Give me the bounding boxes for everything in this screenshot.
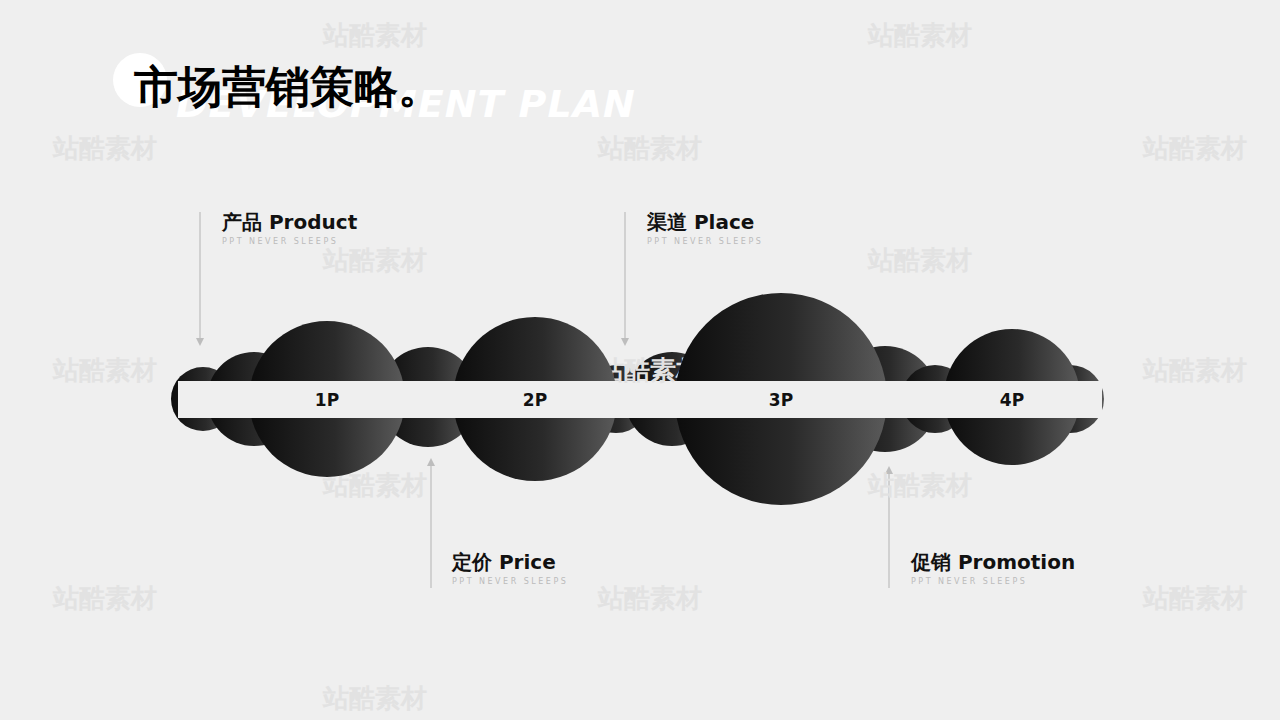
watermark: 站酷素材 (53, 131, 157, 166)
circle-node: 4P (944, 329, 1080, 465)
watermark: 站酷素材 (323, 18, 427, 53)
watermark: 站酷素材 (1143, 353, 1247, 388)
watermark: 站酷素材 (868, 468, 972, 503)
circle-label: 2P (453, 390, 617, 410)
callout-title: 促销 Promotion (911, 549, 1075, 576)
callout-sub: PPT NEVER SLEEPS (222, 237, 338, 246)
watermark: 站酷素材 (868, 243, 972, 278)
callout-title: 产品 Product (222, 209, 357, 236)
callout-title: 渠道 Place (647, 209, 754, 236)
circle-node: 2P (453, 317, 617, 481)
page-title: 市场营销策略。 (134, 58, 442, 117)
circle-label: 1P (249, 390, 405, 410)
watermark: 站酷素材 (1143, 581, 1247, 616)
watermark: 站酷素材 (53, 581, 157, 616)
circle-label: 4P (944, 390, 1080, 410)
watermark: 站酷素材 (1143, 131, 1247, 166)
circle-label: 3P (675, 390, 887, 410)
band (178, 381, 1102, 418)
watermark: 站酷素材 (53, 353, 157, 388)
watermark: 站酷素材 (868, 18, 972, 53)
watermark: 站酷素材 (323, 243, 427, 278)
callout-sub: PPT NEVER SLEEPS (911, 577, 1027, 586)
watermark: 站酷素材 (598, 131, 702, 166)
leader-lines (196, 212, 893, 588)
circle-node: 3P (675, 293, 887, 505)
watermark: 站酷素材 (323, 681, 427, 716)
callout-title: 定价 Price (452, 549, 556, 576)
callout-sub: PPT NEVER SLEEPS (647, 237, 763, 246)
callout-sub: PPT NEVER SLEEPS (452, 577, 568, 586)
circle-node: 1P (249, 321, 405, 477)
watermark: 站酷素材 (598, 581, 702, 616)
